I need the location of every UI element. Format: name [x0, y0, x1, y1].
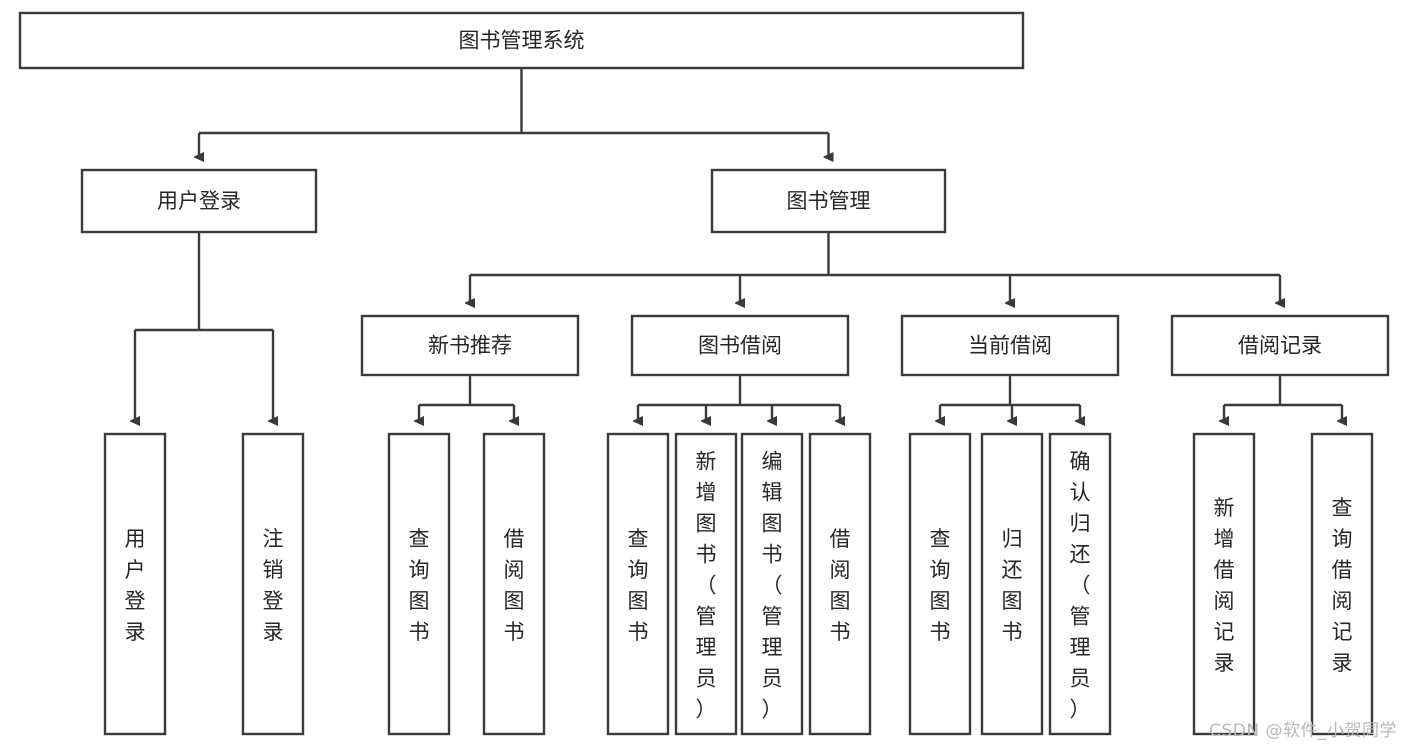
node-rect	[482, 432, 546, 736]
node-rect	[1310, 432, 1374, 736]
node-label: 图书借阅	[698, 334, 782, 358]
node-label: 查询图书	[930, 527, 951, 644]
node-rect	[710, 168, 947, 234]
node-label: 图书管理	[787, 189, 871, 213]
node-rect	[908, 432, 972, 736]
node-n-records[interactable]: 借阅记录	[1170, 314, 1390, 377]
node-label: 新增图书（管理员）	[696, 450, 717, 722]
node-label: 借阅图书	[504, 527, 525, 644]
node-l-user-login[interactable]: 用户登录	[103, 432, 167, 736]
node-l-query-book-3[interactable]: 查询图书	[908, 432, 972, 736]
node-l-query-book-1[interactable]: 查询图书	[387, 432, 451, 736]
node-rect	[980, 432, 1044, 736]
node-l-add-book[interactable]: 新增图书（管理员）	[674, 432, 738, 736]
node-rect	[740, 432, 804, 736]
node-label: 编辑图书（管理员）	[762, 450, 783, 722]
node-rect	[1192, 432, 1256, 736]
node-label: 查询图书	[628, 527, 649, 644]
node-rect	[360, 314, 580, 377]
node-n-borrow[interactable]: 图书借阅	[630, 314, 850, 377]
node-l-borrow-book-2[interactable]: 借阅图书	[808, 432, 872, 736]
node-l-logout[interactable]: 注销登录	[241, 432, 305, 736]
node-root[interactable]: 图书管理系统	[18, 11, 1025, 70]
node-label: 图书管理系统	[459, 29, 585, 53]
node-rect	[900, 314, 1120, 377]
node-rect	[18, 11, 1025, 70]
node-rect	[1170, 314, 1390, 377]
node-n-book-mgmt[interactable]: 图书管理	[710, 168, 947, 234]
node-rect	[674, 432, 738, 736]
node-rect	[241, 432, 305, 736]
node-l-query-book-2[interactable]: 查询图书	[606, 432, 670, 736]
connector-edges	[135, 68, 1342, 421]
node-rect	[1048, 432, 1112, 736]
node-l-confirm-return[interactable]: 确认归还（管理员）	[1048, 432, 1112, 736]
node-rect	[606, 432, 670, 736]
node-label: 借阅图书	[830, 527, 851, 644]
node-label: 用户登录	[125, 527, 146, 644]
node-boxes: 图书管理系统用户登录图书管理新书推荐图书借阅当前借阅借阅记录用户登录注销登录查询…	[18, 11, 1390, 736]
node-label: 查询图书	[409, 527, 430, 644]
node-n-user-login[interactable]: 用户登录	[80, 168, 318, 234]
node-label: 确认归还（管理员）	[1070, 450, 1091, 722]
node-rect	[80, 168, 318, 234]
node-l-return-book[interactable]: 归还图书	[980, 432, 1044, 736]
node-label: 新增借阅记录	[1214, 496, 1235, 675]
node-label: 归还图书	[1002, 527, 1023, 644]
node-l-borrow-book-1[interactable]: 借阅图书	[482, 432, 546, 736]
node-l-edit-book[interactable]: 编辑图书（管理员）	[740, 432, 804, 736]
node-label: 借阅记录	[1238, 334, 1322, 358]
node-rect	[103, 432, 167, 736]
node-label: 查询借阅记录	[1332, 496, 1353, 675]
node-n-new-rec[interactable]: 新书推荐	[360, 314, 580, 377]
node-label: 用户登录	[157, 189, 241, 213]
node-rect	[808, 432, 872, 736]
node-rect	[387, 432, 451, 736]
node-label: 当前借阅	[968, 334, 1052, 358]
node-l-query-record[interactable]: 查询借阅记录	[1310, 432, 1374, 736]
node-n-current[interactable]: 当前借阅	[900, 314, 1120, 377]
node-l-add-record[interactable]: 新增借阅记录	[1192, 432, 1256, 736]
node-label: 新书推荐	[428, 334, 512, 358]
node-rect	[630, 314, 850, 377]
node-label: 注销登录	[263, 527, 284, 644]
